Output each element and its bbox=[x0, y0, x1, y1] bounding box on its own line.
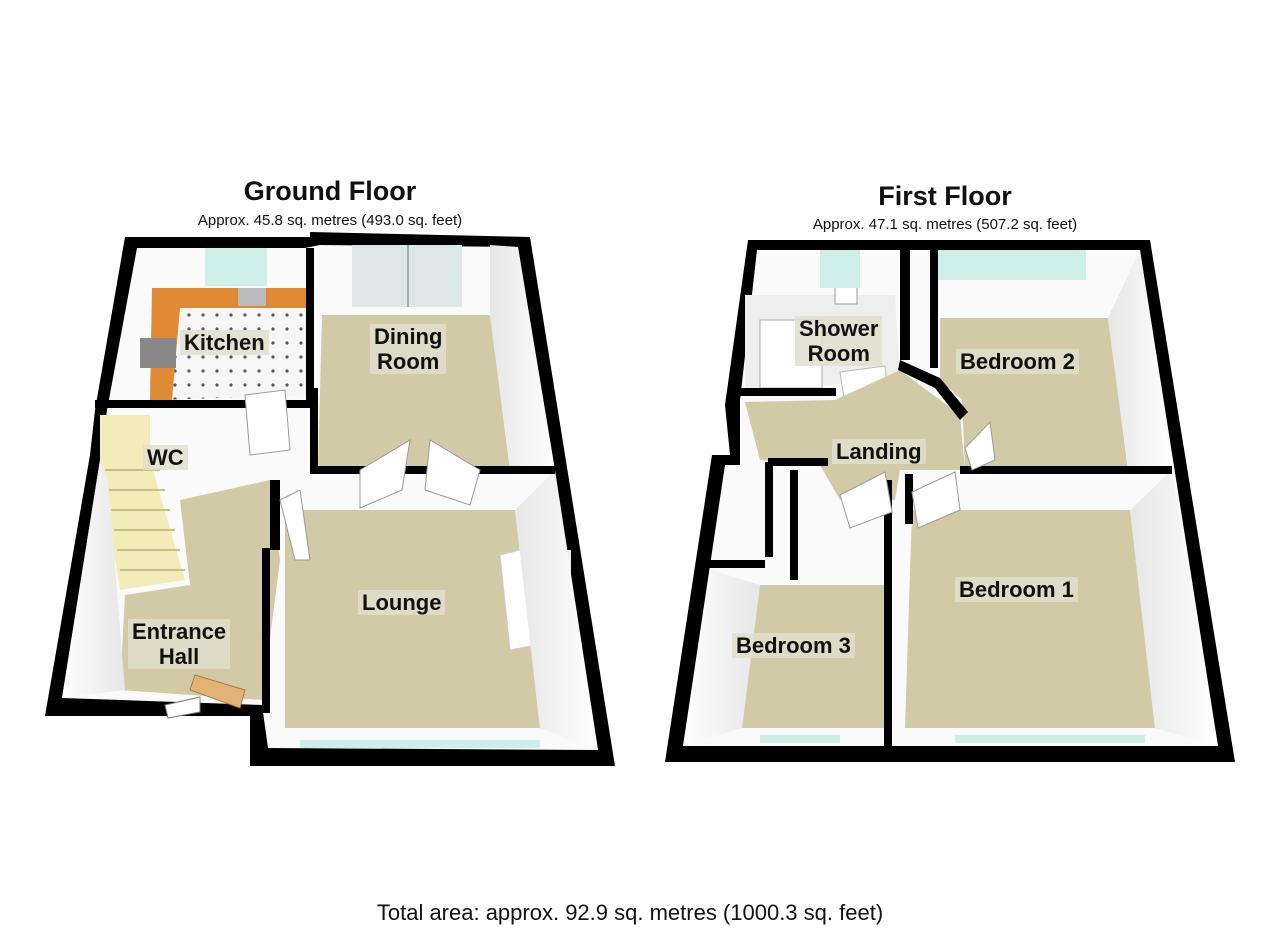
bedroom-2-window bbox=[938, 250, 1086, 280]
room-label-bedroom-1: Bedroom 1 bbox=[955, 577, 1078, 602]
front-door bbox=[189, 674, 246, 709]
total-area: Total area: approx. 92.9 sq. metres (100… bbox=[376, 900, 884, 925]
bedroom-1-window bbox=[955, 735, 1145, 743]
bedroom-1-floor bbox=[905, 510, 1155, 728]
room-label-landing: Landing bbox=[832, 439, 926, 464]
lounge-window bbox=[300, 740, 540, 748]
ground-floor-plan bbox=[45, 232, 615, 766]
room-label-kitchen: Kitchen bbox=[180, 330, 269, 355]
ground-floor-area: Approx. 45.8 sq. metres (493.0 sq. feet) bbox=[197, 212, 463, 229]
landing-floor bbox=[745, 370, 965, 500]
bedroom-1-door bbox=[911, 471, 961, 529]
lounge-door bbox=[279, 489, 311, 561]
bedroom-3-door bbox=[839, 471, 893, 529]
kitchen-window bbox=[205, 248, 267, 286]
shower-room-window bbox=[820, 250, 860, 288]
bedroom-2-door bbox=[964, 420, 996, 471]
dining-door-right bbox=[424, 439, 481, 506]
first-floor-title: First Floor bbox=[878, 181, 1012, 211]
hob-icon bbox=[140, 338, 176, 368]
room-label-entrance-hall: Entrance Hall bbox=[128, 619, 231, 669]
lounge-floor bbox=[285, 510, 540, 728]
first-partition-walls bbox=[705, 248, 1172, 746]
ground-floor-title: Ground Floor bbox=[243, 176, 417, 206]
first-floor-plan bbox=[665, 240, 1235, 762]
room-label-bedroom-2: Bedroom 2 bbox=[956, 349, 1079, 374]
first-floor-area: Approx. 47.1 sq. metres (507.2 sq. feet) bbox=[812, 216, 1078, 233]
bedroom-3-window bbox=[760, 735, 840, 743]
room-label-wc: WC bbox=[143, 445, 188, 470]
kitchen-door bbox=[244, 389, 291, 456]
room-label-shower-room: Shower Room bbox=[795, 316, 883, 366]
front-door-step bbox=[164, 696, 201, 719]
sink-icon bbox=[238, 288, 266, 306]
dining-room-floor bbox=[318, 315, 510, 470]
room-label-lounge: Lounge bbox=[358, 590, 446, 615]
stair-treads bbox=[105, 469, 185, 571]
stairs bbox=[100, 415, 185, 590]
room-label-bedroom-3: Bedroom 3 bbox=[732, 633, 855, 658]
kitchen-worktop bbox=[150, 288, 312, 400]
room-label-dining-room: Dining Room bbox=[370, 324, 447, 374]
dining-door-left bbox=[359, 439, 411, 509]
